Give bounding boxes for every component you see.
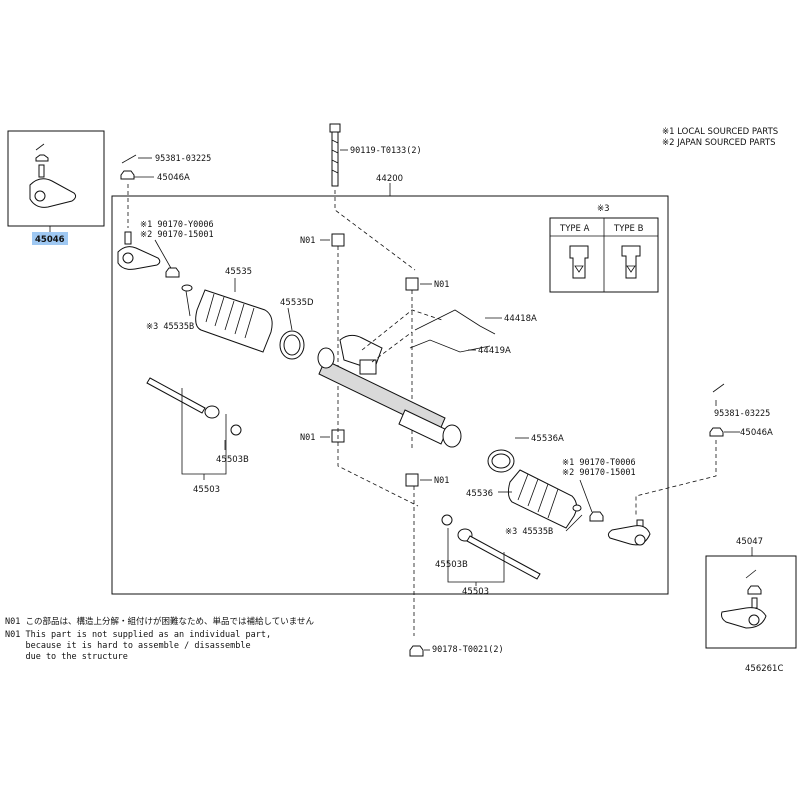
label-n01-c[interactable]: N01 — [300, 433, 315, 443]
label-n01-a[interactable]: N01 — [300, 236, 315, 246]
label-45047[interactable]: 45047 — [736, 537, 763, 547]
label-45503B-left[interactable]: 45503B — [216, 455, 249, 465]
note-en-1: N01 This part is not supplied as an indi… — [5, 630, 272, 640]
rack-housing-icon — [317, 334, 462, 448]
label-290170-right[interactable]: ※2 90170-15001 — [562, 468, 636, 478]
label-90178[interactable]: 90178-T0021(2) — [432, 645, 504, 655]
inset-box-45047 — [705, 555, 797, 649]
label-type-ref[interactable]: ※3 — [597, 204, 610, 214]
label-44418A[interactable]: 44418A — [504, 314, 537, 324]
dash-center-left — [337, 246, 419, 507]
label-190170-right[interactable]: ※1 90170-T0006 — [562, 458, 636, 468]
label-type-a[interactable]: TYPE A — [559, 224, 590, 234]
note-en-3: due to the structure — [5, 652, 128, 662]
label-90119[interactable]: 90119-T0133(2) — [350, 146, 422, 156]
lock-nut-icon — [165, 267, 180, 278]
label-45536A[interactable]: 45536A — [531, 434, 564, 444]
label-45535[interactable]: 45535 — [225, 267, 252, 277]
label-45503-right[interactable]: 45503 — [462, 587, 489, 597]
label-45535D[interactable]: 45535D — [280, 298, 314, 308]
tie-rod-end-icon — [29, 143, 77, 208]
bushing-a-icon — [331, 233, 345, 247]
label-95381-right[interactable]: 95381-03225 — [714, 409, 770, 419]
clip-icon — [181, 284, 193, 292]
label-95381-top[interactable]: 95381-03225 — [155, 154, 211, 164]
tie-rod-end-45047-icon — [721, 569, 767, 629]
label-n01-b[interactable]: N01 — [434, 280, 449, 290]
label-45536[interactable]: 45536 — [466, 489, 493, 499]
bottom-nut-icon — [409, 645, 424, 657]
label-45046A-top[interactable]: 45046A — [157, 173, 190, 183]
bushing-d-icon — [405, 473, 419, 487]
figure-id: 456261C — [745, 664, 783, 674]
label-45535B-right[interactable]: ※3 45535B — [505, 527, 553, 537]
clip-right-icon — [572, 504, 582, 512]
label-n01-d[interactable]: N01 — [434, 476, 449, 486]
boot-left-icon — [195, 289, 273, 353]
feed-tube-icon — [414, 309, 496, 335]
bolt-icon — [329, 123, 341, 187]
lock-nut-right-icon — [589, 511, 604, 522]
nut-icon — [120, 170, 135, 180]
tie-rod-end-right-icon — [607, 519, 651, 546]
nut-right-icon — [709, 427, 724, 437]
label-290170-top[interactable]: ※2 90170-15001 — [140, 230, 214, 240]
label-45503-left[interactable]: 45503 — [193, 485, 220, 495]
highlight-45046[interactable] — [32, 232, 68, 245]
type-b-icon — [621, 245, 641, 279]
return-tube-icon — [409, 339, 491, 353]
rack-end-right-icon — [441, 514, 541, 580]
boot-right-icon — [507, 469, 578, 529]
label-type-b[interactable]: TYPE B — [613, 224, 644, 234]
rack-end-left-icon — [146, 377, 242, 436]
label-45535B-top[interactable]: ※3 45535B — [146, 322, 194, 332]
note-en-2: because it is hard to assemble / disasse… — [5, 641, 251, 651]
label-45046A-right[interactable]: 45046A — [740, 428, 773, 438]
bushing-b-icon — [405, 277, 419, 291]
legend-local: ※1 LOCAL SOURCED PARTS — [662, 127, 778, 137]
label-45046[interactable]: 45046 — [35, 235, 65, 245]
inset-box-45046 — [7, 130, 105, 227]
note-jp: N01 この部品は、構造上分解・組付けが困難なため、単品では補給していません — [5, 617, 314, 627]
label-45503B-right[interactable]: 45503B — [435, 560, 468, 570]
label-44200[interactable]: 44200 — [376, 174, 403, 184]
legend-japan: ※2 JAPAN SOURCED PARTS — [662, 138, 775, 148]
label-190170-top[interactable]: ※1 90170-Y0006 — [140, 220, 214, 230]
type-a-icon — [569, 245, 589, 279]
label-44419A[interactable]: 44419A — [478, 346, 511, 356]
tie-rod-end-left-icon — [117, 231, 161, 270]
